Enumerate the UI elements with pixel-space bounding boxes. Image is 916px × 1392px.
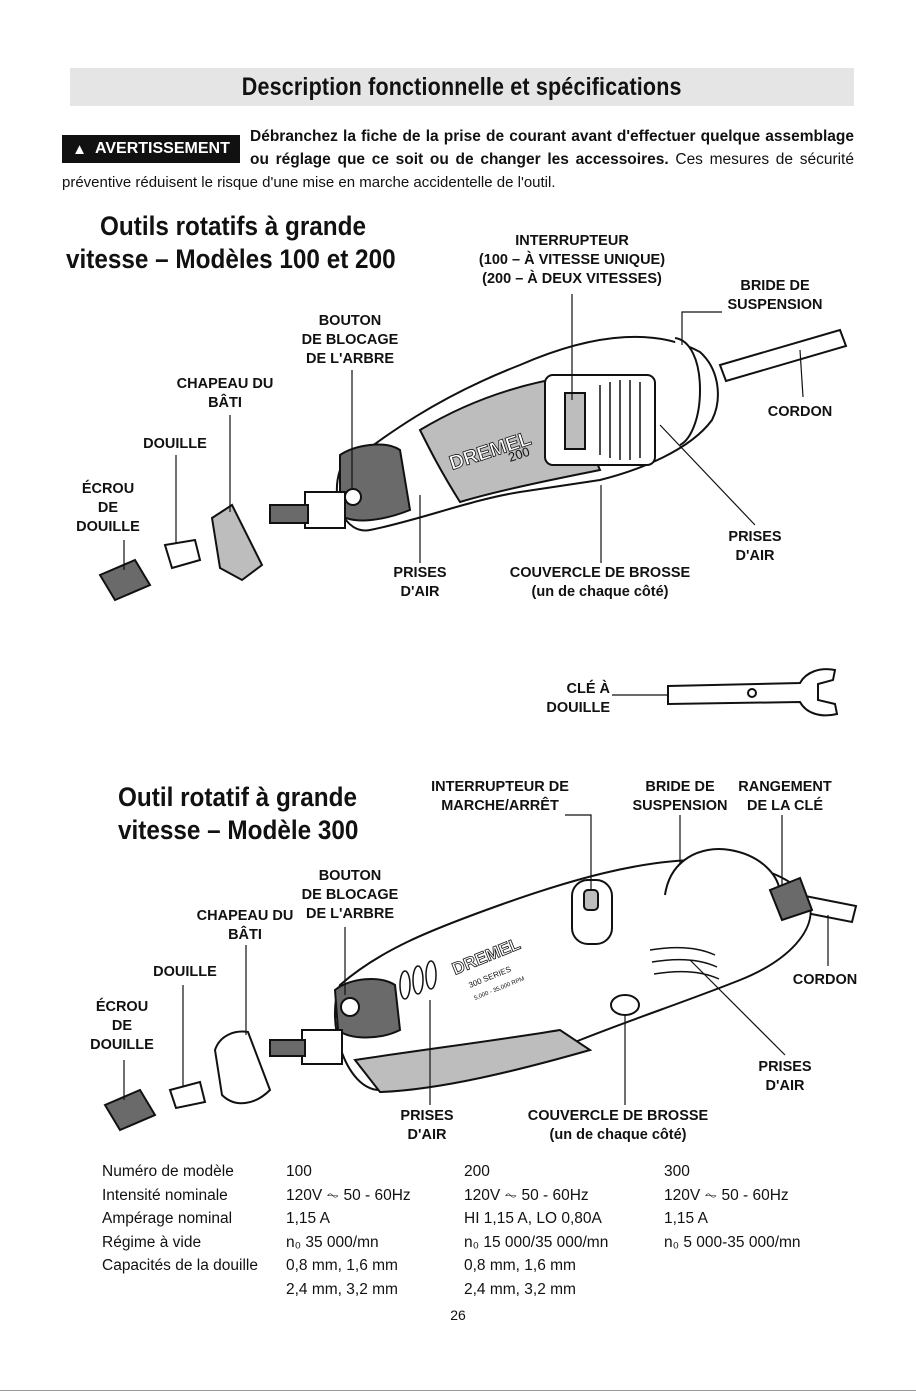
spec-value-m200: n₀ 15 000/35 000/mn [464,1233,609,1251]
spec-value-m300 [664,1278,824,1302]
label-collet-nut-1: ÉCROU DE DOUILLE [76,481,140,535]
housing-cap-1 [210,503,264,582]
spec-value-m100: n₀ 35 000/mn [286,1233,379,1251]
spec-value-m300: 1,15 A [664,1210,708,1227]
label-air-vents-right-2: PRISES D'AIR [758,1059,812,1094]
tool-model-1: 200 [506,444,531,465]
section2-heading-line2: vitesse – Modèle 300 [118,815,359,845]
label-air-vents-right-1: PRISES D'AIR [728,529,782,564]
section1-heading-line1: Outils rotatifs à grande [100,211,367,241]
spec-row: Ampérage nominal 1,15 A HI 1,15 A, LO 0,80… [102,1207,824,1231]
section2-heading-line1: Outil rotatif à grande [118,782,357,812]
spindle-2 [269,1039,306,1057]
wrench-storage-2 [768,876,814,922]
spindle-1 [269,504,309,524]
spec-value-m100: 100 [286,1163,312,1180]
label-housing-cap-1: CHAPEAU DU BÂTI [176,376,274,411]
warning-line-3: préventive réduisent le risque d'une mis… [62,174,556,191]
page-number: 26 [450,1307,466,1323]
nose-thread-1 [304,491,346,529]
tool-nose-1 [339,443,412,522]
warning-badge: ▲ AVERTISSEMENT [62,135,240,163]
label-brush-cover-1: COUVERCLE DE BROSSE (un de chaque côté) [509,565,691,600]
hang-ring-2 [664,848,781,896]
shaft-lock-button-1 [344,488,362,506]
spec-row: Capacités de la douille 0,8 mm, 1,6 mm 0,8… [102,1254,824,1278]
warning-badge-label: AVERTISSEMENT [95,140,230,157]
page-title: Description fonctionnelle et spécificati… [242,72,682,101]
spec-value-m200: 0,8 mm, 1,6 mm [464,1257,576,1274]
label-switch-2: INTERRUPTEUR DE MARCHE/ARRÊT [431,779,569,814]
warning-line-2: ou réglage que ce soit ou de changer les… [250,151,854,168]
title-banner: Description fonctionnelle et spécificati… [70,68,854,106]
spec-value-m300: 120V ⏦ 50 - 60Hz [664,1186,789,1204]
section1-heading-line2: vitesse – Modèles 100 et 200 [66,244,396,274]
collet-wrench-hole [747,688,757,698]
spec-value-m300 [664,1254,824,1278]
label-collet-wrench: CLÉ À DOUILLE [546,681,610,716]
spec-label: Ampérage nominal [102,1210,233,1227]
spec-value-m200: 2,4 mm, 3,2 mm [464,1280,576,1298]
spec-value-m200: 120V ⏦ 50 - 60Hz [464,1186,589,1204]
spec-row: Régime à vide n₀ 35 000/mn n₀ 15 000/35 00… [102,1231,824,1255]
spec-row: Intensité nominale 120V ⏦ 50 - 60Hz 120V ⏦… [102,1184,824,1208]
label-air-vents-bottom-1: PRISES D'AIR [393,565,447,600]
onoff-switch-knob-2 [583,889,599,911]
label-hang-ring-1: BRIDE DE SUSPENSION [727,278,823,313]
hang-ring-1 [674,337,702,446]
label-brush-cover-2: COUVERCLE DE BROSSE (un de chaque côté) [527,1108,709,1143]
collet-nut-1 [98,558,152,602]
tool-grip-2 [353,1028,593,1094]
label-housing-cap-2: CHAPEAU DU BÂTI [196,908,294,943]
bottom-rule [0,1390,916,1391]
label-collet-1: DOUILLE [143,436,207,452]
spec-value-m200: 200 [464,1163,490,1180]
label-shaft-lock-1: BOUTON DE BLOCAGE DE L'ARBRE [301,313,399,367]
label-cord-2: CORDON [792,972,858,988]
label-cord-1: CORDON [767,404,833,420]
spec-value-m100: 120V ⏦ 50 - 60Hz [286,1186,411,1204]
tool-nose-2 [333,978,402,1039]
label-air-vents-bottom-2: PRISES D'AIR [400,1108,454,1143]
spec-label: Intensité nominale [102,1186,228,1204]
label-collet-2: DOUILLE [153,964,217,980]
spec-value-m300: n₀ 5 000-35 000/mn [664,1233,801,1251]
spec-value-m100: 2,4 mm, 3,2 mm [286,1280,398,1298]
shaft-lock-button-2 [340,997,360,1017]
spec-value-m300: 300 [664,1163,690,1180]
warning-triangle-icon: ▲ [72,140,88,158]
spec-label: Numéro de modèle [102,1163,234,1180]
label-wrench-storage-2: RANGEMENT DE LA CLÉ [738,779,832,814]
onoff-switch-2 [571,879,613,945]
label-switch-1: INTERRUPTEUR (100 – À VITESSE UNIQUE) (2… [478,233,666,287]
spec-value-m100: 1,15 A [286,1210,330,1227]
label-shaft-lock-2: BOUTON DE BLOCAGE DE L'ARBRE [301,868,399,922]
collet-2 [168,1080,207,1110]
label-hang-ring-2: BRIDE DE SUSPENSION [632,779,728,814]
speed-dial-1 [599,380,641,460]
spec-value-m200: HI 1,15 A, LO 0,80A [464,1210,602,1227]
label-collet-nut-2: ÉCROU DE DOUILLE [90,999,154,1053]
spec-row: Numéro de modèle 100 200 300 [102,1160,824,1184]
spec-value-m100: 0,8 mm, 1,6 mm [286,1257,398,1274]
cord-shape-1 [718,328,848,383]
switch-slider-1 [564,392,586,450]
spec-label [102,1278,286,1302]
collet-nut-2 [103,1088,157,1132]
spec-label: Régime à vide [102,1233,202,1251]
spec-row: 2,4 mm, 3,2 mm 2,4 mm, 3,2 mm [102,1278,824,1302]
collet-1 [163,538,202,570]
nose-thread-2 [301,1029,343,1065]
warning-line-1: Débranchez la fiche de la prise de coura… [250,128,854,145]
brush-cover-2 [610,994,640,1016]
housing-cap-2 [213,1030,272,1105]
spec-label: Capacités de la douille [102,1257,258,1274]
